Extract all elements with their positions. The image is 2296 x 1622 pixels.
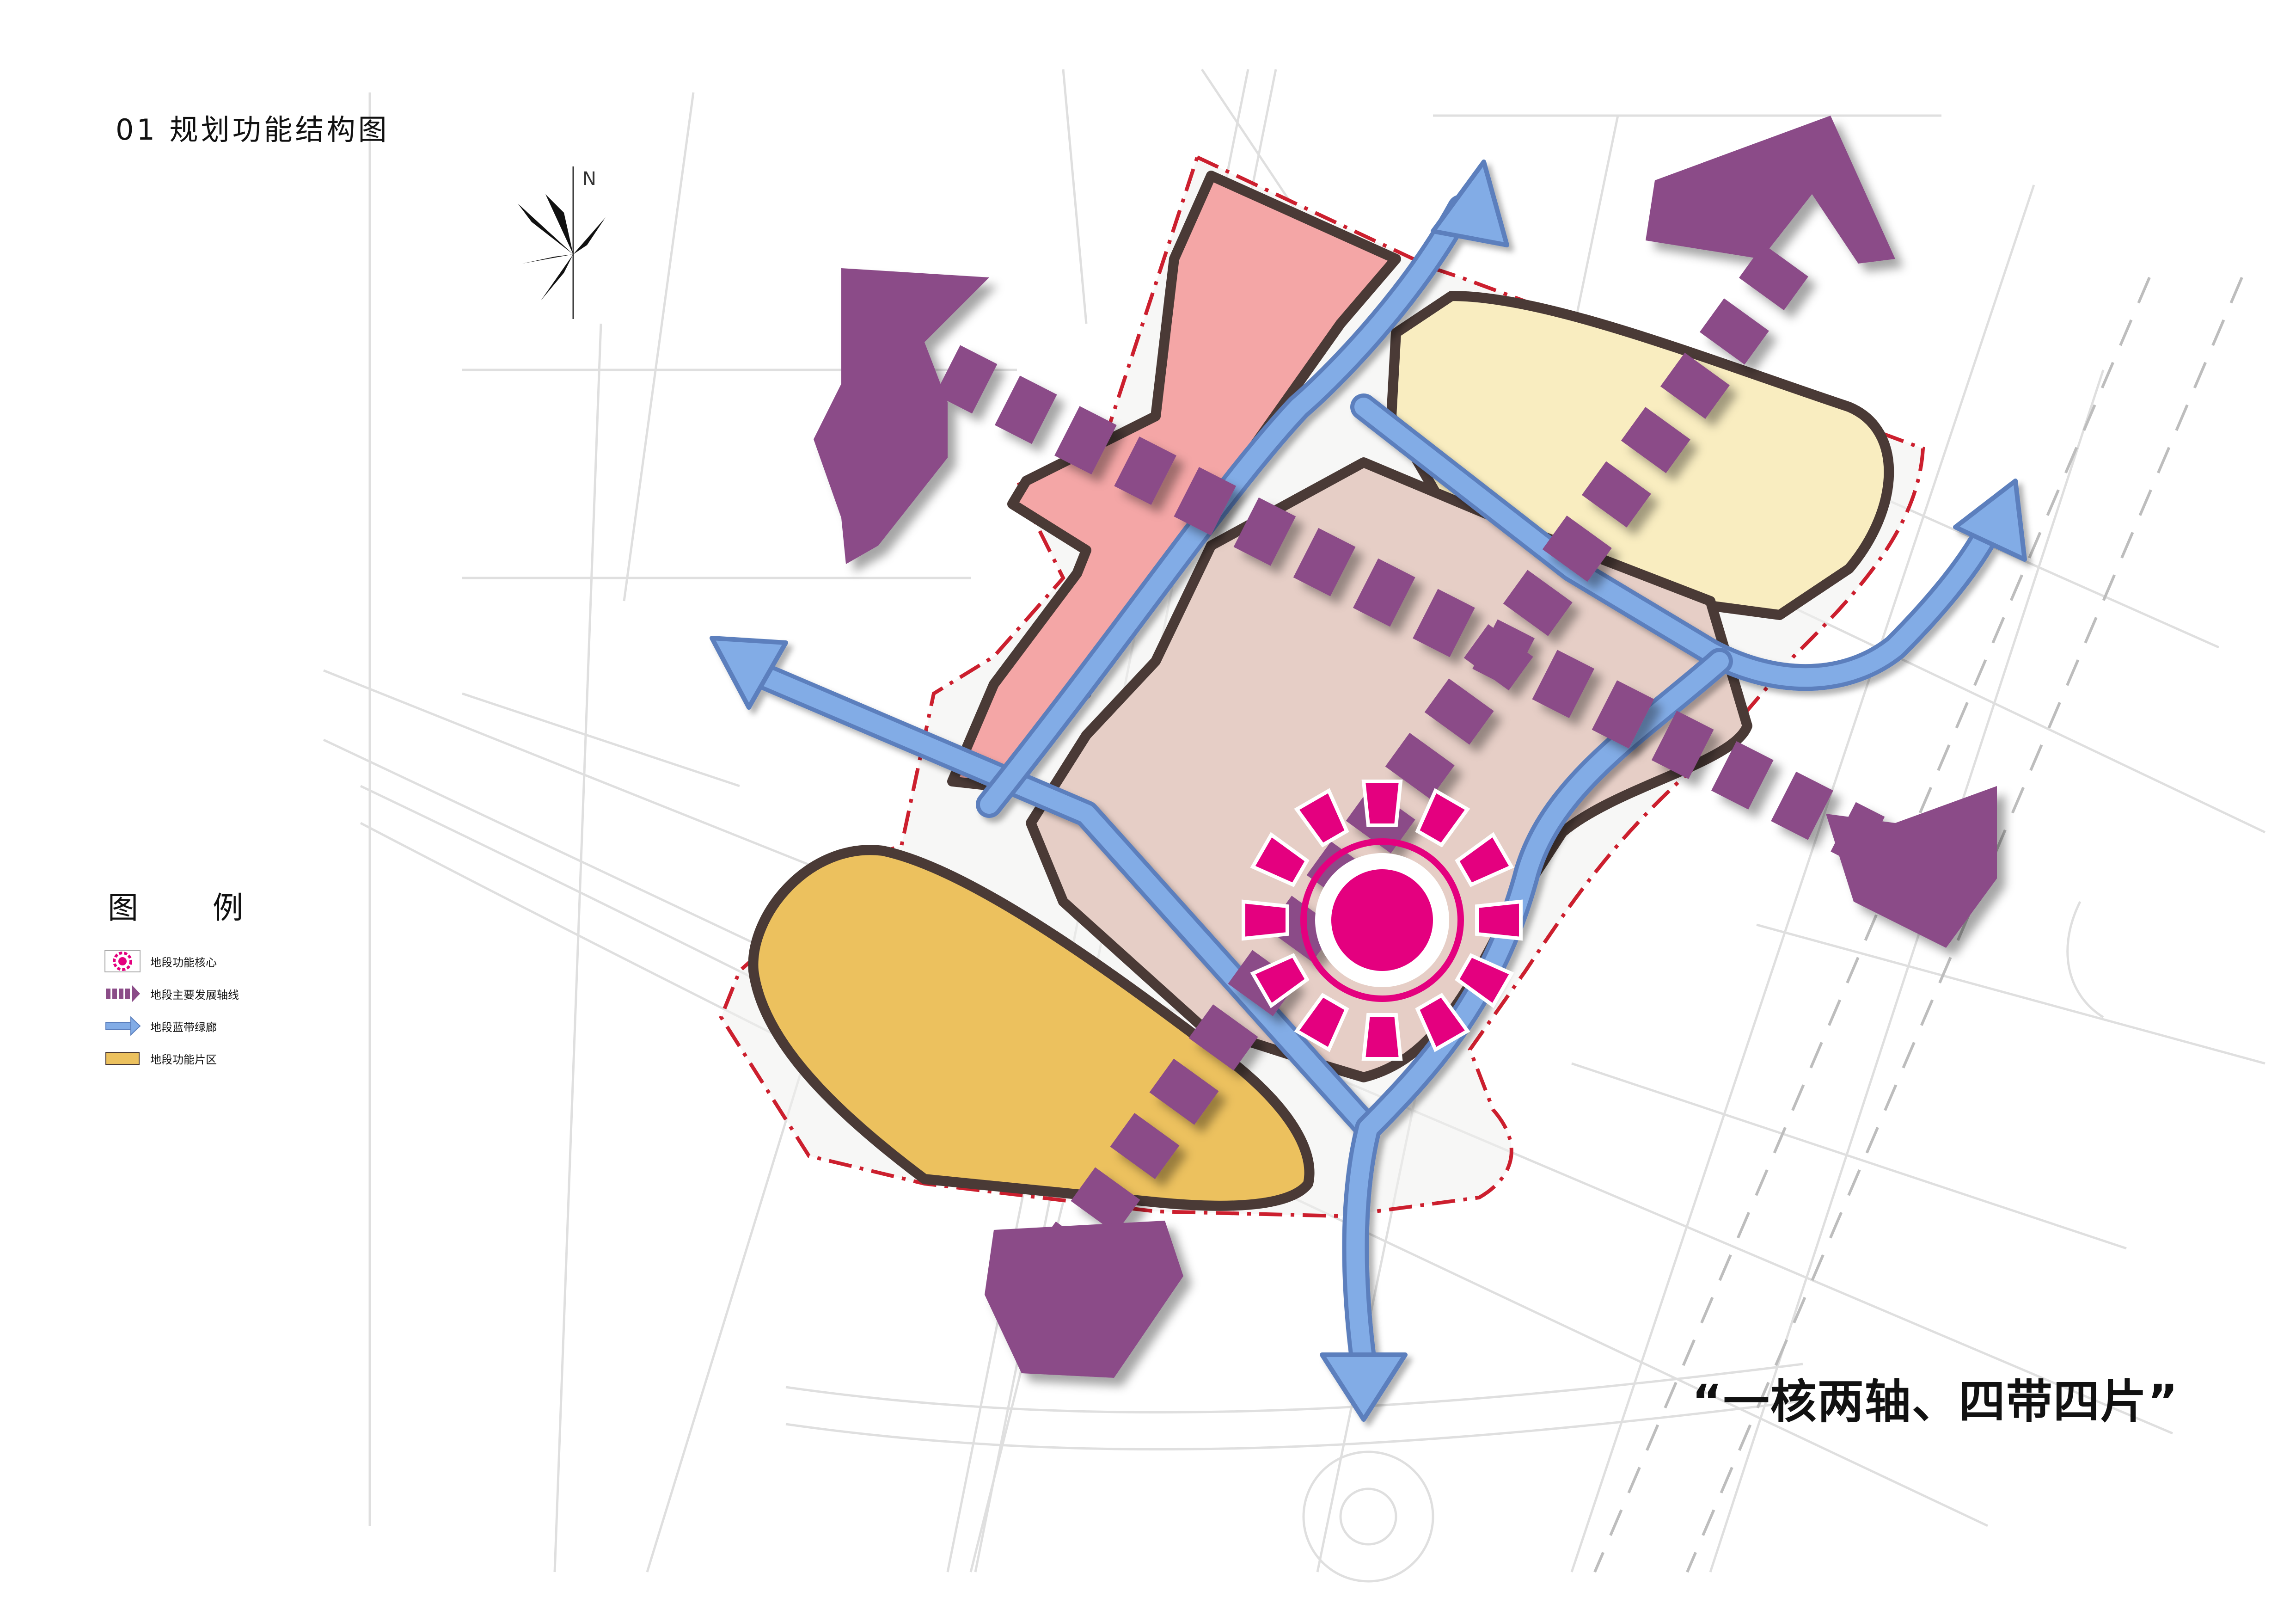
legend-label: 地段功能片区 [150,1053,217,1066]
axis-south-north [1031,233,1816,1288]
legend-item-axis: 地段主要发展轴线 [104,977,335,1010]
legend-item-core: 地段功能核心 [104,945,335,977]
green-corridors [710,160,2027,1422]
legend-item-corridor: 地段蓝带绿廊 [104,1010,335,1042]
legend-label: 地段功能核心 [150,956,217,969]
zone-icon [105,1052,140,1065]
axis-arrow-west [814,268,989,564]
page-title: 01 规划功能结构图 [116,113,390,147]
legend-heading: 图 例 [108,890,276,926]
axis-arrow-northeast [1646,116,1895,264]
legend: 图 例 地段功能核心 地段主要发展轴线 地段蓝带绿廊 [104,883,335,1075]
green-corridor-icon [105,1016,141,1036]
base-road-network [323,68,2266,1583]
legend-label: 地段蓝带绿廊 [150,1020,217,1034]
axis-arrow-east [1826,786,1997,948]
axis-arrow-south [985,1221,1183,1378]
zone-orange [748,845,1315,1211]
axis-icon [106,985,140,1002]
structure-slogan: “一核两轴、四带四片” [1692,1375,2179,1429]
core-icon [104,950,141,972]
legend-item-zone: 地段功能片区 [104,1042,335,1075]
dashed-rail-line [1593,276,2243,1573]
development-axes [814,116,1997,1378]
axis-west-east [935,345,1885,866]
north-arrow-icon: N [518,166,606,319]
legend-label: 地段主要发展轴线 [150,988,239,1001]
north-label: N [582,168,596,190]
functional-core [1242,780,1523,1061]
